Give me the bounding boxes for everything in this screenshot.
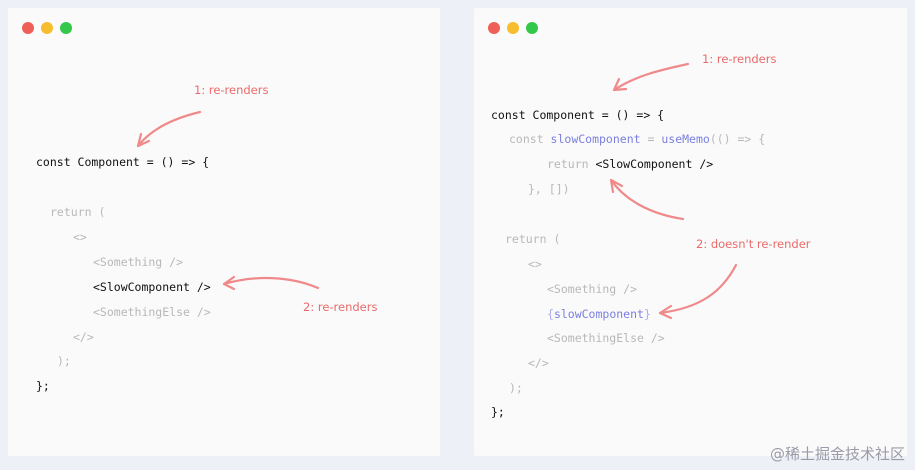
code-line-something-else: <SomethingElse /> (547, 331, 665, 345)
window-controls (22, 22, 72, 34)
code-line-fragment-open: <> (528, 257, 542, 271)
minimize-dot-icon[interactable] (41, 22, 53, 34)
code-panel-left (8, 8, 440, 456)
close-dot-icon[interactable] (488, 22, 500, 34)
code-line-something-else: <SomethingElse /> (93, 305, 211, 319)
code-line-memo-close: }, []) (528, 182, 570, 196)
arrow-right-2 (609, 178, 685, 221)
code-line-memo: const slowComponent = useMemo(() => { (509, 132, 765, 146)
code-line-fragment-open: <> (73, 230, 87, 244)
code-line-component: const Component = () => { (36, 155, 210, 169)
code-line-component: const Component = () => { (491, 108, 665, 122)
annotation-left-2: 2: re-renders (303, 300, 378, 314)
brace-open: { (547, 307, 554, 321)
code-line-slow-variable: {slowComponent} (547, 307, 651, 321)
arrow-left-2 (222, 275, 320, 291)
code-line-return: return ( (50, 205, 106, 219)
arrow-right-1 (612, 62, 690, 92)
code-line-paren-close: ); (57, 354, 71, 368)
annotation-right-2: 2: doesn't re-render (696, 237, 811, 251)
code-line-fragment-close: </> (528, 356, 549, 370)
code-line-fragment-close: </> (73, 330, 94, 344)
arrow-right-3 (658, 263, 738, 320)
maximize-dot-icon[interactable] (526, 22, 538, 34)
close-dot-icon[interactable] (22, 22, 34, 34)
code-line-return: return ( (505, 232, 561, 246)
code-line-something: <Something /> (93, 255, 184, 269)
annotation-left-1: 1: re-renders (194, 83, 269, 97)
variable-slow-component: slowComponent (550, 132, 641, 146)
code-panel-right (474, 8, 907, 456)
arrow-left-1 (136, 110, 202, 148)
minimize-dot-icon[interactable] (507, 22, 519, 34)
code-line-paren-close: ); (509, 381, 523, 395)
brace-close: } (643, 307, 651, 321)
annotation-right-1: 1: re-renders (702, 52, 777, 66)
code-line-closing: }; (491, 405, 505, 419)
operator-equals: = (640, 132, 662, 146)
keyword-return: return (547, 157, 596, 171)
code-line-closing: }; (36, 379, 50, 393)
memo-arrow-fn: (() => { (709, 132, 766, 146)
maximize-dot-icon[interactable] (60, 22, 72, 34)
window-controls (488, 22, 538, 34)
code-line-slow-component: <SlowComponent /> (93, 280, 211, 294)
code-line-memo-return: return <SlowComponent /> (547, 157, 713, 171)
keyword-const: const (509, 132, 551, 146)
variable-slow-component: slowComponent (553, 307, 644, 321)
function-use-memo: useMemo (661, 132, 710, 146)
code-line-something: <Something /> (547, 282, 638, 296)
slow-component-tag: <SlowComponent /> (595, 157, 714, 171)
watermark: @稀土掘金技术社区 (769, 445, 905, 463)
